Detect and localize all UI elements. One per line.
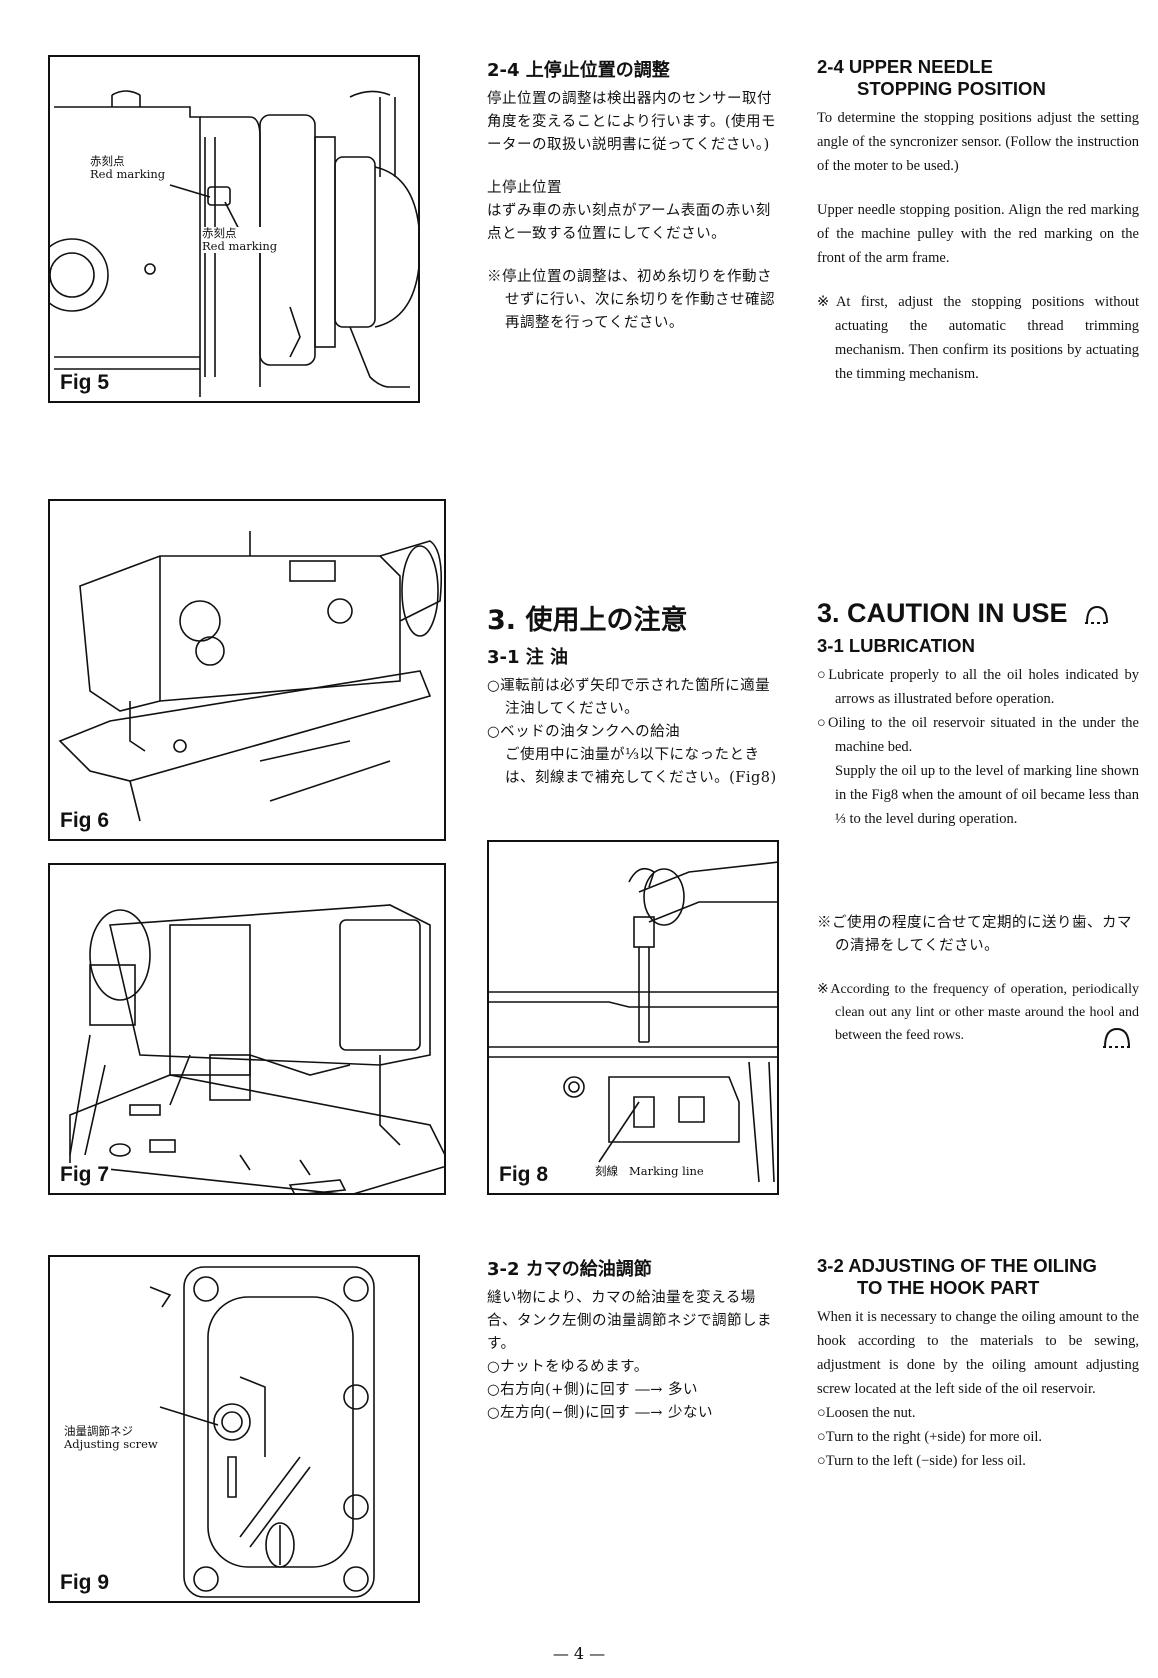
page-number: — 4 —	[552, 1644, 606, 1663]
fig9-illustration	[149, 1266, 375, 1598]
figure-6: Fig 6	[48, 499, 446, 841]
fig5-illustration	[50, 90, 418, 397]
sec24-jp-paragraph-1: 停止位置の調整は検出器内のセンサー取付角度を変えることにより行います。(使用モー…	[487, 91, 776, 153]
fig8-marking-label: 刻線 Marking line	[595, 1165, 704, 1178]
sec24-jp-note: ※停止位置の調整は、初め糸切りを作動させずに行い、次に糸切りを作動させ確認再調整…	[487, 269, 775, 331]
sec31-en-bullet-2: ○Oiling to the oil reservoir situated in…	[817, 715, 1139, 755]
sec24-jp-heading: 2-4 上停止位置の調整	[487, 60, 670, 81]
figure-8: 刻線 Marking line Fig 8	[487, 840, 779, 1195]
sec32-en-heading-line-2: TO THE HOOK PART	[857, 1277, 1040, 1298]
fig7-illustration	[69, 904, 444, 1193]
figure-7: Fig 7	[48, 863, 446, 1195]
fig5-callout-1: 赤刻点 Red marking	[90, 154, 166, 181]
sec24-jp-paragraph-2-title: 上停止位置	[487, 180, 562, 196]
sec31-en-bullet-2-cont: Supply the oil up to the level of markin…	[835, 763, 1139, 827]
fig5-callout-1-en: Red marking	[90, 167, 166, 181]
sec31-jp-bullet-2-cont: ご使用中に油量が⅓以下になったときは、刻線まで補充してください。(Fig8)	[505, 747, 777, 786]
sec24-en-heading-line-1: 2-4 UPPER NEEDLE	[817, 56, 993, 77]
sec32-en-heading-line-1: 3-2 ADJUSTING OF THE OILING	[817, 1255, 1097, 1276]
sec31-jp-bullet-2: ○ベッドの油タンクへの給油	[487, 724, 681, 740]
sec32-en-paragraph: When it is necessary to change the oilin…	[817, 1309, 1139, 1397]
fig7-label: Fig 7	[58, 1163, 112, 1187]
sec24-en-heading-line-2: STOPPING POSITION	[857, 78, 1046, 99]
sec32-jp-paragraph: 縫い物により、カマの給油量を変える場合、タンク左側の油量調節ネジで調節します。	[487, 1290, 772, 1352]
sec3-en-note: ※According to the frequency of operation…	[817, 982, 1139, 1043]
fig9-screw-en: Adjusting screw	[64, 1437, 158, 1451]
fig9-screw-jp: 油量調節ネジ	[64, 1424, 133, 1438]
oil-can-icon	[1085, 605, 1110, 624]
fig5-label: Fig 5	[58, 371, 112, 395]
fig5-callout-1-jp: 赤刻点	[90, 154, 125, 168]
sec32-en-heading: 3-2 ADJUSTING OF THE OILING TO THE HOOK …	[817, 1255, 1139, 1299]
fig5-callout-2-en: Red marking	[202, 239, 278, 253]
fig6-illustration	[58, 531, 443, 822]
sec24-en-column: 2-4 UPPER NEEDLE STOPPING POSITION To de…	[817, 56, 1139, 386]
figure-5: 赤刻点 Red marking 赤刻点 Red marking Fig 5	[48, 55, 420, 403]
sec31-en-heading: 3-1 LUBRICATION	[817, 635, 975, 656]
sec24-en-note: ※At first, adjust the stopping positions…	[817, 294, 1139, 382]
sec32-en-column: 3-2 ADJUSTING OF THE OILING TO THE HOOK …	[817, 1255, 1139, 1473]
sec31-jp-bullet-1: ○運転前は必ず矢印で示された箇所に適量注油してください。	[487, 678, 771, 717]
sec3-jp-note-block: ※ご使用の程度に合せて定期的に送り歯、カマの清掃をしてください。 ※Accord…	[817, 912, 1139, 1048]
sec3-jp-title: 3. 使用上の注意	[487, 605, 688, 636]
fig5-callout-2-jp: 赤刻点	[202, 226, 237, 240]
sec24-en-paragraph-1: To determine the stopping positions adju…	[817, 110, 1139, 174]
sec32-jp-bullet-1: ○ナットをゆるめます。	[487, 1359, 649, 1375]
fig8-illustration	[489, 861, 777, 1183]
sec24-jp-column: 2-4 上停止位置の調整 停止位置の調整は検出器内のセンサー取付角度を変えること…	[487, 56, 779, 335]
sec24-en-paragraph-2: Upper needle stopping position. Align th…	[817, 202, 1139, 266]
sec32-en-bullet-3: ○Turn to the left (−side) for less oil.	[817, 1453, 1026, 1469]
fig8-marking-en: Marking line	[628, 1164, 704, 1178]
sec3-en-column: 3. CAUTION IN USE 3-1 LUBRICATION ○Lubri…	[817, 598, 1139, 831]
sec3-en-title: 3. CAUTION IN USE	[817, 598, 1139, 629]
sec3-jp-note: ※ご使用の程度に合せて定期的に送り歯、カマの清掃をしてください。	[817, 915, 1132, 954]
sec3-jp-column: 3. 使用上の注意 3-1 注 油 ○運転前は必ず矢印で示された箇所に適量注油し…	[487, 598, 779, 790]
fig9-label: Fig 9	[58, 1571, 112, 1595]
fig8-marking-jp: 刻線	[595, 1164, 618, 1178]
sec32-jp-bullet-2: ○右方向(+側)に回す ―→ 多い	[487, 1382, 698, 1398]
fig6-label: Fig 6	[58, 809, 112, 833]
sec31-en-bullet-1: ○Lubricate properly to all the oil holes…	[817, 667, 1139, 707]
sec24-en-heading: 2-4 UPPER NEEDLE STOPPING POSITION	[817, 56, 1139, 100]
fig9-screw-label: 油量調節ネジ Adjusting screw	[64, 1425, 158, 1451]
sec3-en-title-text: 3. CAUTION IN USE	[817, 598, 1068, 628]
sec32-jp-column: 3-2 カマの給油調節 縫い物により、カマの給油量を変える場合、タンク左側の油量…	[487, 1255, 779, 1425]
sec32-en-bullet-1: ○Loosen the nut.	[817, 1405, 916, 1421]
sec32-jp-heading: 3-2 カマの給油調節	[487, 1259, 652, 1280]
fig8-label: Fig 8	[497, 1163, 551, 1187]
sec31-jp-heading: 3-1 注 油	[487, 647, 569, 668]
oil-can-icon-small	[1103, 1027, 1133, 1048]
sec32-en-bullet-2: ○Turn to the right (+side) for more oil.	[817, 1429, 1043, 1445]
fig5-callout-2: 赤刻点 Red marking	[202, 226, 278, 253]
figure-9: 油量調節ネジ Adjusting screw Fig 9	[48, 1255, 420, 1603]
sec32-jp-bullet-3: ○左方向(−側)に回す ―→ 少ない	[487, 1405, 713, 1421]
sec24-jp-paragraph-2: はずみ車の赤い刻点がアーム表面の赤い刻点と一致する位置にしてください。	[487, 203, 771, 242]
